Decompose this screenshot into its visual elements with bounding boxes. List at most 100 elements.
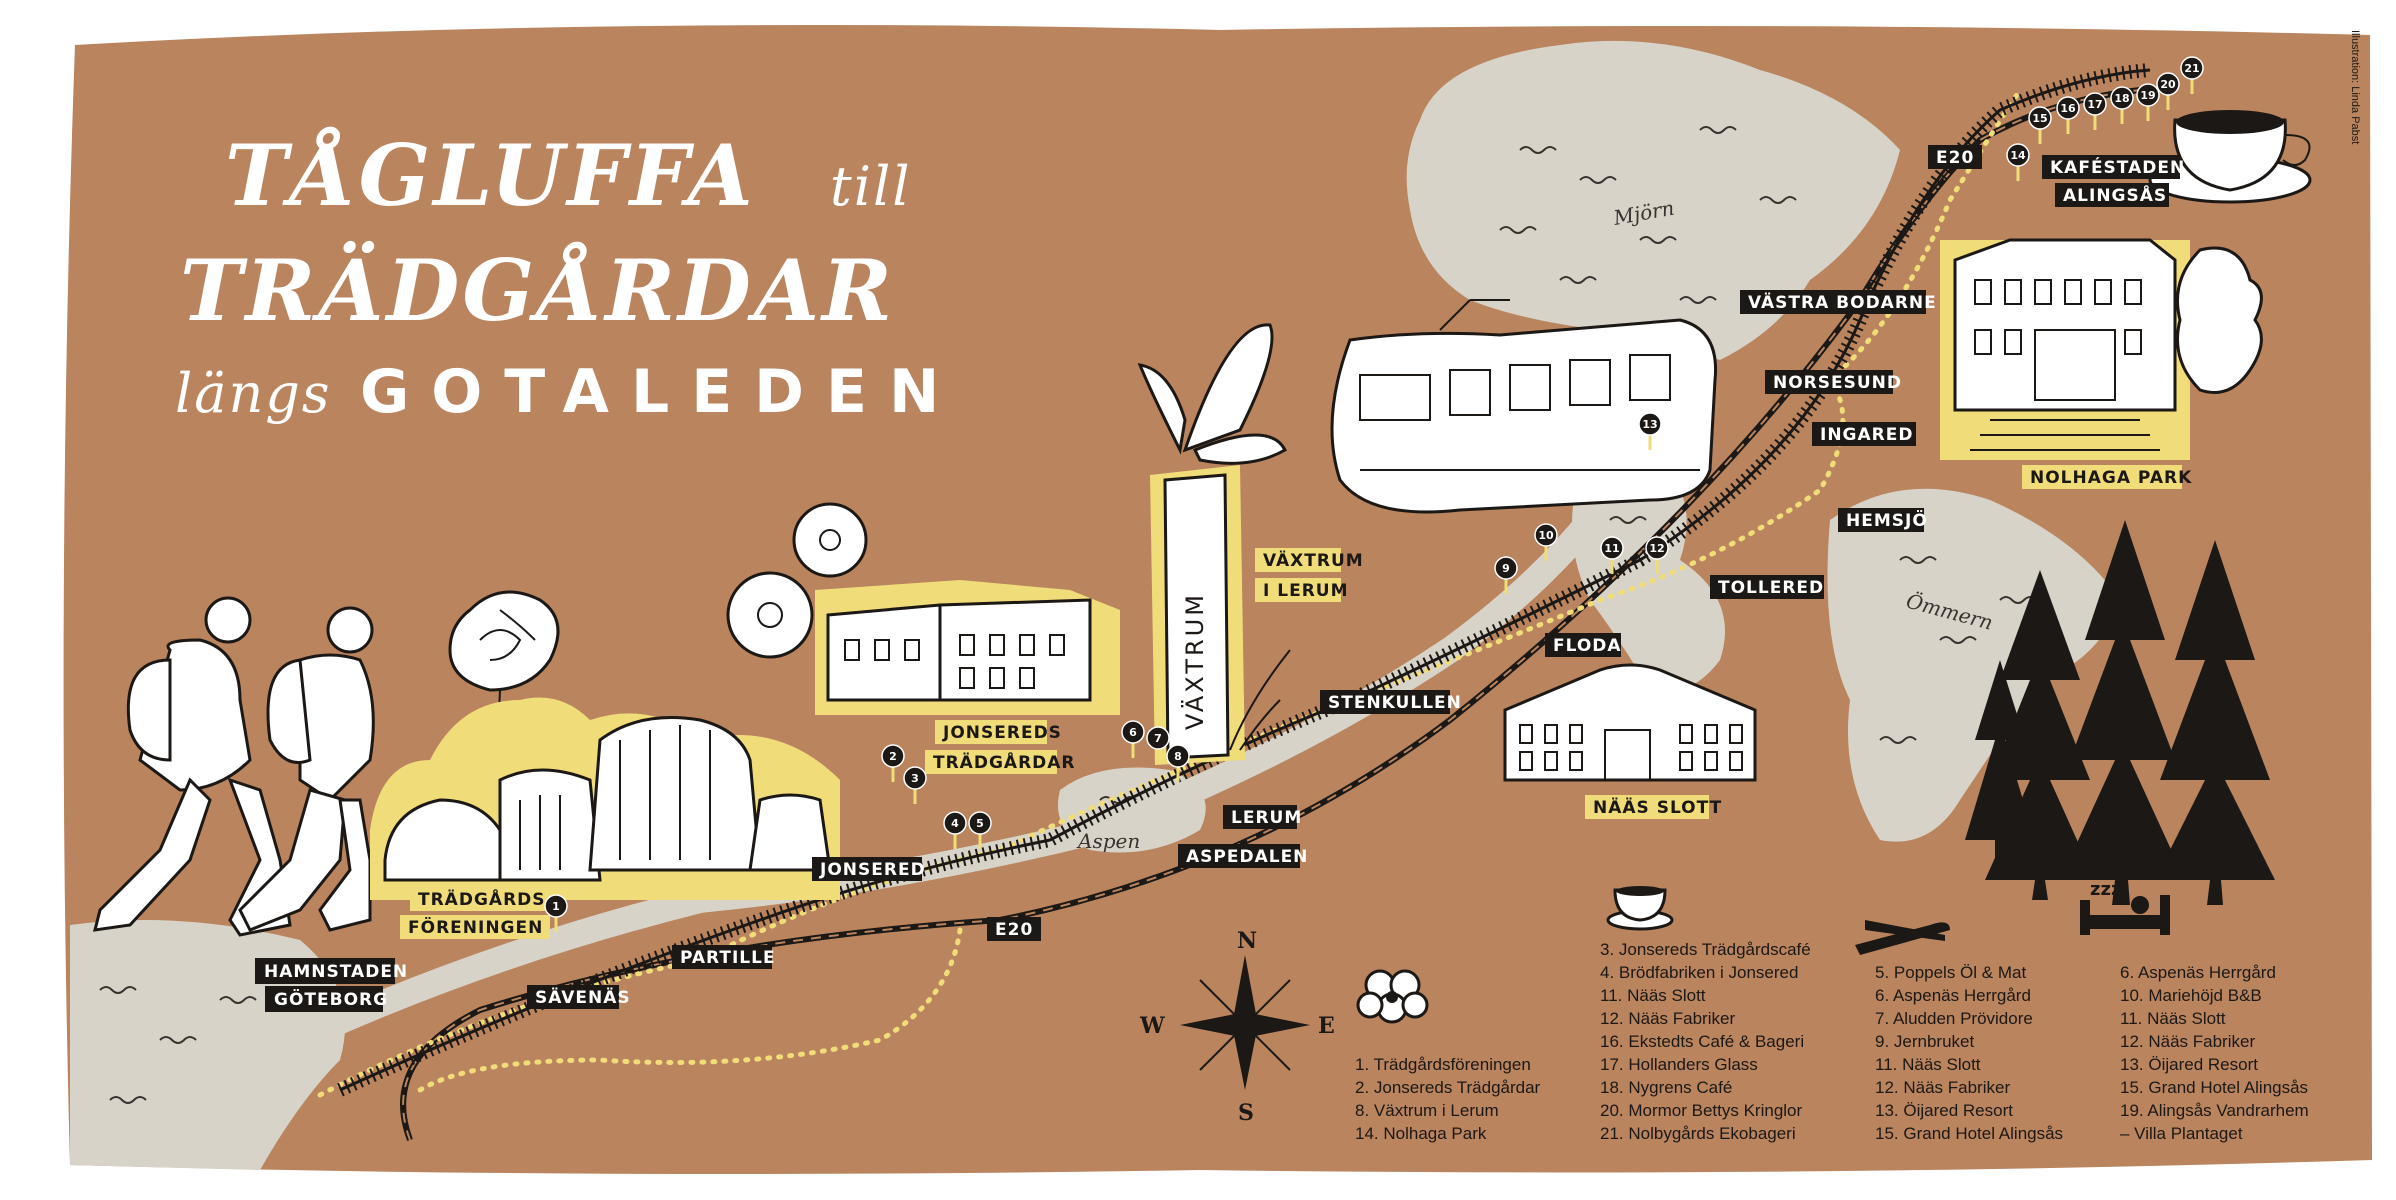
legend-item: 1. Trädgårdsföreningen	[1355, 1055, 1531, 1074]
svg-text:JONSERED: JONSERED	[819, 860, 926, 880]
place-goteborg: GÖTEBORG	[265, 986, 388, 1012]
marker-number: 6	[1129, 726, 1137, 739]
marker-3: 3	[903, 766, 927, 804]
cutlery-icon	[1855, 920, 1950, 955]
marker-12: 12	[1645, 536, 1669, 574]
legend-item: 6. Aspenäs Herrgård	[2120, 963, 2276, 982]
place-norsesund: NORSESUND	[1765, 370, 1901, 394]
flower-icon	[1356, 969, 1429, 1024]
title-word-tagluffa: TÅGLUFFA	[225, 126, 756, 225]
marker-8: 8	[1166, 744, 1190, 782]
marker-number: 16	[2060, 102, 2076, 115]
label-nolhaga-park: NOLHAGA PARK	[2022, 465, 2191, 489]
hiker-1	[93, 596, 292, 937]
marker-17: 17	[2083, 92, 2107, 130]
marker-1: 1	[544, 894, 568, 932]
svg-text:GÖTEBORG: GÖTEBORG	[274, 988, 388, 1010]
place-jonsered: JONSERED	[812, 857, 926, 881]
illustrator-credit: Illustration: Linda Pabst	[2349, 30, 2361, 144]
svg-text:FLODA: FLODA	[1553, 636, 1622, 656]
marker-4: 4	[943, 811, 967, 849]
label-vaxtrum-i-lerum: VÄXTRUM I LERUM	[1255, 548, 1364, 602]
legend-item: 15. Grand Hotel Alingsås	[2120, 1078, 2308, 1097]
svg-text:FÖRENINGEN: FÖRENINGEN	[408, 916, 543, 938]
svg-text:SÄVENÄS: SÄVENÄS	[535, 986, 631, 1008]
marker-number: 14	[2010, 149, 2026, 162]
title-word-till: till	[830, 155, 912, 218]
svg-text:PARTILLE: PARTILLE	[680, 948, 776, 968]
legend-item: 11. Nääs Slott	[1875, 1055, 1981, 1074]
legend-item: – Villa Plantaget	[2120, 1124, 2243, 1143]
legend-gardens: 1. Trädgårdsföreningen 2. Jonsereds Trädg…	[1355, 1055, 1541, 1143]
svg-text:HEMSJÖ: HEMSJÖ	[1846, 509, 1928, 531]
vaxtrum-illustration: VÄXTRUM	[1137, 323, 1291, 765]
river	[314, 472, 1631, 1042]
svg-text:INGARED: INGARED	[1820, 425, 1913, 445]
legend-item: 15. Grand Hotel Alingsås	[1875, 1124, 2063, 1143]
marker-number: 9	[1502, 562, 1510, 575]
place-savenas: SÄVENÄS	[527, 985, 631, 1009]
svg-text:VÄXTRUM: VÄXTRUM	[1263, 549, 1364, 571]
svg-text:NÄÄS SLOTT: NÄÄS SLOTT	[1593, 796, 1722, 818]
place-vastra-bodarne: VÄSTRA BODARNE	[1740, 290, 1936, 314]
forest-illustration	[1965, 520, 2275, 905]
train-illustration	[1330, 299, 1718, 514]
svg-text:ALINGSÅS: ALINGSÅS	[2063, 183, 2167, 206]
marker-9: 9	[1494, 556, 1518, 594]
legend-item: 3. Jonsereds Trädgårdscafé	[1600, 940, 1811, 959]
legend-item: 12. Nääs Fabriker	[2120, 1032, 2255, 1051]
marker-18: 18	[2110, 86, 2134, 124]
legend-item: 13. Öijared Resort	[1875, 1101, 2013, 1120]
marker-number: 5	[976, 817, 984, 830]
marker-number: 10	[1538, 529, 1554, 542]
legend-item: 7. Aludden Prövidore	[1875, 1009, 2033, 1028]
marker-10: 10	[1534, 523, 1558, 561]
label-tradgardsforeningen: TRÄDGÅRDS- FÖRENINGEN	[400, 887, 554, 939]
marker-5: 5	[968, 811, 992, 849]
lake-ommern	[1827, 488, 2120, 842]
jonsereds-illustration	[726, 502, 1120, 715]
legend-item: 19. Alingsås Vandrarhem	[2120, 1101, 2309, 1120]
place-ingared: INGARED	[1812, 422, 1916, 446]
marker-number: 4	[951, 817, 959, 830]
legend-item: 2. Jonsereds Trädgårdar	[1355, 1078, 1541, 1097]
marker-14: 14	[2006, 143, 2030, 181]
svg-text:LERUM: LERUM	[1231, 808, 1302, 828]
svg-text:STENKULLEN: STENKULLEN	[1328, 693, 1462, 713]
legend-item: 17. Hollanders Glass	[1600, 1055, 1758, 1074]
legend-item: 13. Öijared Resort	[2120, 1055, 2258, 1074]
marker-6: 6	[1121, 720, 1145, 758]
lake-label-aspen: Aspen	[1076, 829, 1140, 853]
legend-item: 20. Mormor Bettys Kringlor	[1600, 1101, 1803, 1120]
legend-item: 18. Nygrens Café	[1600, 1078, 1732, 1097]
marker-number: 3	[911, 772, 919, 785]
svg-text:JONSEREDS: JONSEREDS	[942, 723, 1062, 743]
marker-2: 2	[881, 744, 905, 782]
svg-text:TRÄDGÅRDAR: TRÄDGÅRDAR	[933, 750, 1076, 773]
vaxtrum-tower-label: VÄXTRUM	[1180, 592, 1209, 730]
legend-item: 16. Ekstedts Café & Bageri	[1600, 1032, 1804, 1051]
marker-number: 21	[2184, 62, 2199, 75]
title-word-gotaleden: GOTALEDEN	[360, 357, 961, 427]
title: TÅGLUFFA till TRÄDGÅRDAR längs GOTALEDEN	[175, 126, 961, 427]
legend-item: 12. Nääs Fabriker	[1875, 1078, 2010, 1097]
marker-number: 15	[2032, 112, 2047, 125]
marker-number: 11	[1604, 542, 1619, 555]
marker-16: 16	[2056, 96, 2080, 134]
hikers-illustration	[93, 596, 375, 937]
place-floda: FLODA	[1545, 633, 1622, 657]
svg-text:HAMNSTADEN: HAMNSTADEN	[264, 962, 408, 982]
svg-text:TRÄDGÅRDS-: TRÄDGÅRDS-	[418, 887, 554, 910]
greenhouse-illustration	[370, 697, 840, 900]
compass-s: S	[1238, 1100, 1254, 1126]
place-hemsjo: HEMSJÖ	[1838, 508, 1928, 532]
water-waves	[99, 126, 2037, 1104]
marker-7: 7	[1146, 726, 1170, 764]
svg-text:E20: E20	[1936, 148, 1974, 168]
nolhaga-illustration	[1940, 238, 2263, 460]
place-stenkullen: STENKULLEN	[1320, 690, 1462, 714]
